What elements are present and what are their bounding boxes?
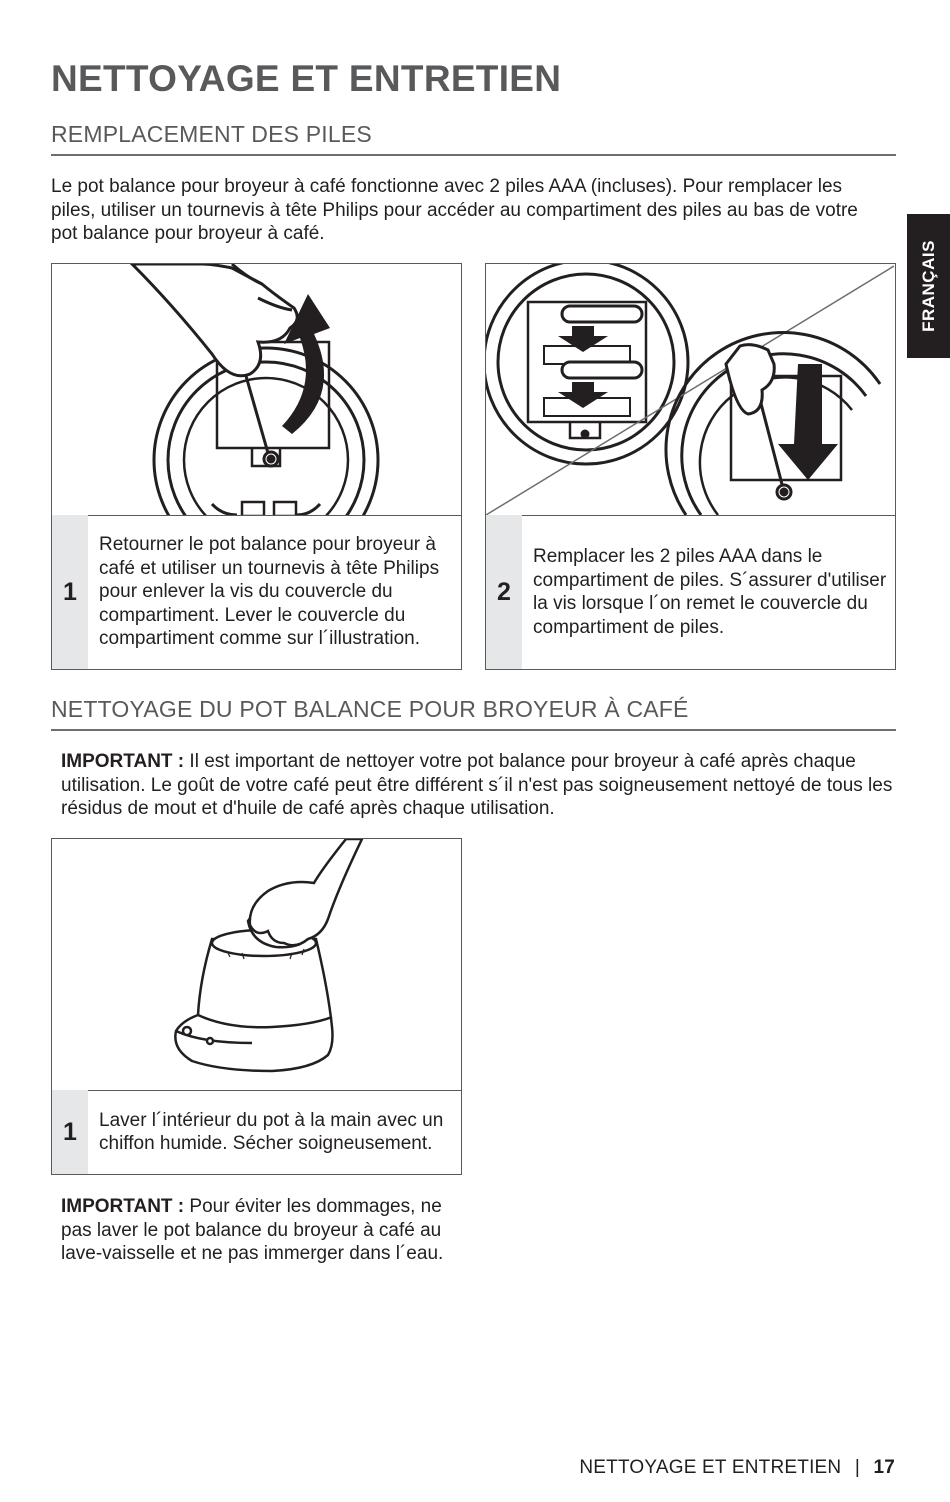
cleaning-warning-text: Pour éviter les dommages, ne pas laver l… <box>61 1196 444 1264</box>
battery-step-1-text: Retourner le pot balance pour broyeur à … <box>99 534 440 650</box>
battery-intro: Le pot balance pour broyeur à café fonct… <box>51 176 858 244</box>
footer-separator: | <box>854 1457 860 1478</box>
cleaning-important-text: Il est important de nettoyer votre pot b… <box>61 751 893 819</box>
cleaning-step-1-text: Laver l´intérieur du pot à la main avec … <box>99 1109 444 1155</box>
hand-wiping-pot-illustration <box>52 839 461 1091</box>
language-tab: FRANÇAIS <box>907 214 950 358</box>
screwdriver-lid-removal-illustration <box>52 264 461 516</box>
page-footer: NETTOYAGE ET ENTRETIEN | 17 <box>579 1457 895 1479</box>
cleaning-step-1-panel: 1 Laver l´intérieur du pot à la main ave… <box>51 838 462 1175</box>
cleaning-step-1-number: 1 <box>52 1090 88 1174</box>
battery-replacement-illustration <box>486 264 895 516</box>
battery-step-2-panel: 2 Remplacer les 2 piles AAA dans le comp… <box>485 263 896 670</box>
language-tab-label: FRANÇAIS <box>918 240 938 332</box>
footer-page-number: 17 <box>873 1457 895 1478</box>
footer-section-name: NETTOYAGE ET ENTRETIEN <box>579 1457 842 1478</box>
cleaning-warning: IMPORTANT : Pour éviter les dommages, ne… <box>61 1195 461 1266</box>
cleaning-important-label: IMPORTANT : <box>61 751 185 772</box>
cleaning-warning-label: IMPORTANT : <box>61 1196 185 1217</box>
section-heading-cleaning: NETTOYAGE DU POT BALANCE POUR BROYEUR À … <box>51 696 896 731</box>
section-heading-battery: REMPLACEMENT DES PILES <box>51 121 896 156</box>
battery-step-2-text: Remplacer les 2 piles AAA dans le compar… <box>533 546 887 638</box>
battery-step-1-panel: 1 Retourner le pot balance pour broyeur … <box>51 263 462 670</box>
battery-step-1-number: 1 <box>52 515 88 669</box>
cleaning-important: IMPORTANT : Il est important de nettoyer… <box>61 750 896 821</box>
battery-step-2-number: 2 <box>486 515 522 669</box>
page-title: NETTOYAGE ET ENTRETIEN <box>51 58 562 99</box>
